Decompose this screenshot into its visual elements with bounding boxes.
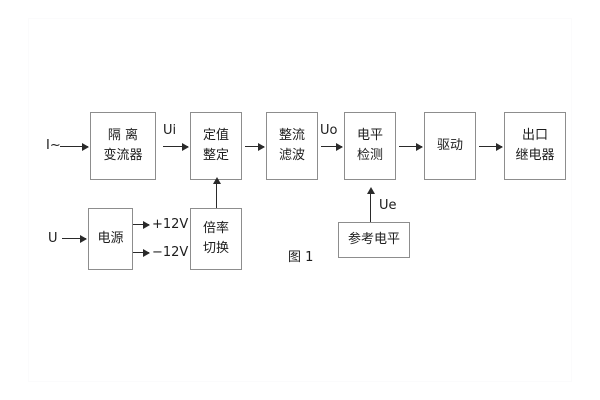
arrow-reference-to-level [366,187,375,222]
block-line: 电源 [97,231,124,247]
block-line: 整定 [202,148,229,163]
arrow-power-to-positive-rail [133,221,150,229]
signal-label-ui: Ui [163,123,177,138]
signal-label-ue: Ue [379,198,397,213]
block-line: 倍率 [202,221,229,237]
block-power-supply[interactable]: 电源 [88,208,133,270]
arrow-power-to-negative-rail [133,249,150,257]
block-line: 出口 [521,128,548,144]
block-line: 参考电平 [347,232,400,248]
arrow-current-to-isolation [66,143,89,151]
block-line: 电平 [356,128,383,144]
rail-label-positive: +12V [152,217,189,232]
block-line: 变流器 [103,148,143,163]
input-label-voltage: U [48,231,58,246]
block-line: 定值 [202,128,229,144]
block-isolation-transformer[interactable]: 隔 离 变流器 [90,112,156,180]
block-line: 滤波 [278,148,305,163]
arrow-voltage-to-power [66,235,87,243]
block-multiplier-switch[interactable]: 倍率 切换 [190,208,242,270]
block-driver[interactable]: 驱动 [424,112,476,180]
block-line: 切换 [202,241,229,256]
diagram-frame [28,18,572,382]
block-setting-value[interactable]: 定值 整定 [190,112,242,180]
arrow-rectifier-to-level [321,143,343,151]
arrow-level-to-driver [399,143,423,151]
block-rectifier-filter[interactable]: 整流 滤波 [266,112,318,180]
arrow-setting-to-rectifier [245,143,265,151]
arrow-isolation-to-setting [163,143,189,151]
block-line: 整流 [278,128,305,144]
arrow-driver-to-relay [479,143,503,151]
block-reference-level[interactable]: 参考电平 [338,222,410,258]
block-line: 继电器 [515,148,555,163]
signal-label-uo: Uo [320,123,338,138]
input-label-current: I~ [46,138,61,153]
arrow-multiplier-to-setting [212,177,221,208]
block-line: 驱动 [436,138,463,154]
block-output-relay[interactable]: 出口 继电器 [504,112,566,180]
rail-label-negative: −12V [152,245,189,260]
figure-caption: 图 1 [288,250,314,265]
connector-current-dash [60,146,70,147]
block-line: 检测 [356,148,383,163]
block-line: 隔 离 [107,128,139,144]
block-level-detection[interactable]: 电平 检测 [344,112,396,180]
